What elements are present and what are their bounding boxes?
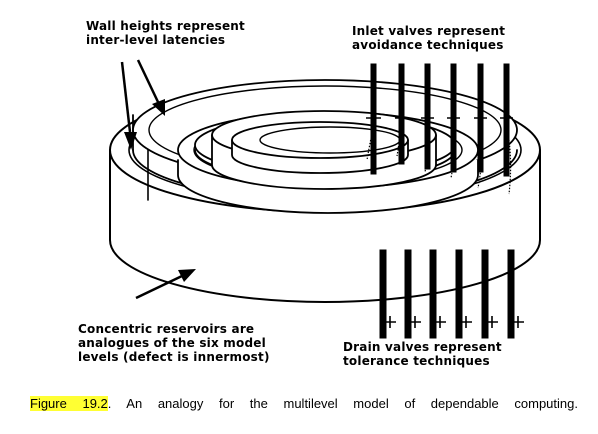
figure-caption: Figure 19.2. An analogy for the multilev… [30,396,578,411]
drain-valve [481,249,498,339]
inlet-valve [447,63,460,179]
reservoir-diagram [109,59,541,339]
concentric-reservoirs-label: Concentric reservoirs are analogues of t… [78,322,270,364]
drain-valves [379,249,524,339]
inlet-valves [366,63,513,195]
innermost-reservoir [231,121,409,174]
caption-text: . An analogy for the multilevel model of… [107,396,578,411]
wall-height-arrow [120,61,137,150]
drain-valve [379,249,396,339]
wall-heights-label: Wall heights represent inter-level laten… [86,19,245,47]
inlet-valve [474,63,487,189]
inlet-valve [366,63,381,175]
inlet-valve [500,63,513,195]
inlet-valve [395,63,408,165]
inlet-valve [421,63,434,173]
drain-valve [404,249,421,339]
inlet-valves-label: Inlet valves represent avoidance techniq… [352,24,506,52]
drain-valve [429,249,446,339]
drain-valve [455,249,472,339]
figure-reference: Figure 19.2 [30,396,108,411]
drain-valves-label: Drain valves represent tolerance techniq… [343,340,502,368]
reservoir-arrow [135,269,196,300]
wall-height-arrow [136,59,165,116]
drain-valve [507,249,524,339]
